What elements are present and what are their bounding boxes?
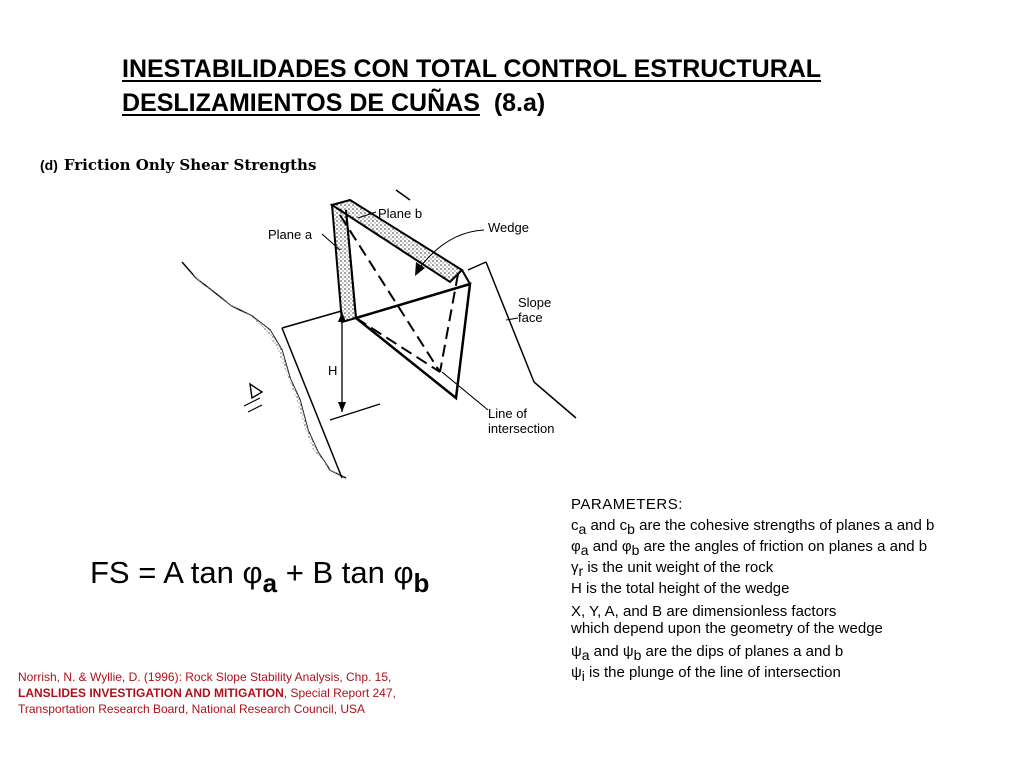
param-row-plunge: ψi is the plunge of the line of intersec… [571,664,841,684]
slope-face-right [485,261,535,383]
wedge-top-edge [345,209,357,319]
water-level-line-1 [243,397,261,407]
reference-line-1: Norrish, N. & Wyllie, D. (1996): Rock Sl… [18,670,392,684]
bibliographic-reference: Norrish, N. & Wyllie, D. (1996): Rock Sl… [18,669,438,717]
leader-plane-a [321,233,341,251]
rock-face-outline [181,261,347,479]
param-row-dips: ψa and ψb are the dips of planes a and b [571,643,844,663]
dashed-line-2 [439,273,459,373]
panel-letter: (d) [40,157,58,173]
param-row-cohesion: ca and cb are the cohesive strengths of … [571,517,935,537]
diagram-caption: (d) Friction Only Shear Strengths [40,156,316,174]
base-reference-line [329,403,381,421]
height-arrow-top [338,312,346,322]
slope-toe-line [281,327,343,479]
reference-line-3: Transportation Research Board, National … [18,702,366,716]
label-height: H [328,363,337,378]
leader-plane-b [357,211,377,219]
rock-face-texture [190,270,346,478]
panel-title: Friction Only Shear Strengths [63,156,317,174]
param-row-factors-cont: which depend upon the geometry of the we… [571,620,883,637]
page-title-line-2: DESLIZAMIENTOS DE CUÑAS (8.a) [122,88,545,118]
factor-of-safety-formula: FS = A tan φa + B tan φb [90,555,429,598]
height-arrow-bottom [338,402,346,412]
label-slope: Slope [518,295,551,310]
parameters-heading: PARAMETERS: [571,496,683,513]
dashed-line-3 [355,317,441,373]
formula-plus: + B tan [277,555,394,590]
reference-line-2-rest: , Special Report 247, [283,686,396,700]
title-line-1-text: INESTABILIDADES CON TOTAL CONTROL ESTRUC… [122,55,822,83]
parameters-block: PARAMETERS: ca and cb are the cohesive s… [571,494,991,683]
reference-line-2: LANSLIDES INVESTIGATION AND MITIGATION, … [18,685,438,701]
param-row-height: H is the total height of the wedge [571,580,790,597]
label-line-of: Line of [488,406,527,421]
slope-base-right [533,381,577,419]
leader-wedge-arrow [415,262,425,276]
top-tick [395,189,411,201]
formula-phi-a: φ [242,555,263,590]
leader-line-of-intersection [441,371,489,411]
dashed-line-1 [339,214,441,373]
page-title-line-1: INESTABILIDADES CON TOTAL CONTROL ESTRUC… [122,54,821,84]
wedge-outline [353,282,472,401]
label-plane-b: Plane b [378,206,422,221]
title-line-2-suffix: (8.a) [493,89,546,117]
formula-lhs: FS = A tan [90,555,243,590]
reference-bold-title: LANSLIDES INVESTIGATION AND MITIGATION [18,686,284,700]
formula-sub-a: a [262,568,278,598]
formula-phi-b: φ [393,555,414,590]
wedge-back-edge [461,269,471,285]
param-row-unit-weight: γr is the unit weight of the rock [571,559,774,579]
title-line-2-text: DESLIZAMIENTOS DE CUÑAS [122,89,480,117]
param-row-factors: X, Y, A, and B are dimensionless factors [571,603,837,620]
label-plane-a: Plane a [268,227,313,242]
label-wedge: Wedge [488,220,529,235]
leader-wedge [417,229,485,271]
label-face: face [518,310,543,325]
param-row-friction: φa and φb are the angles of friction on … [571,538,928,558]
crest-right [467,261,487,271]
leader-slope-face [505,317,519,321]
water-level-symbol [249,382,264,400]
label-intersection: intersection [488,421,554,436]
water-level-line-2 [247,404,263,413]
formula-sub-b: b [413,568,430,598]
